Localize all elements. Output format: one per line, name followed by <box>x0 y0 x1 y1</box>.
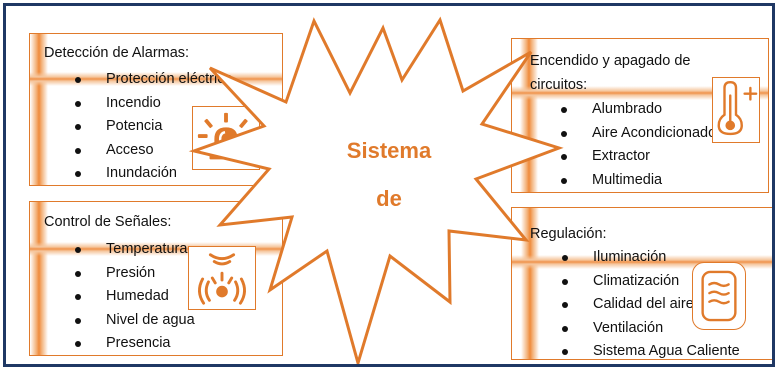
list-item: Humedad <box>75 285 195 309</box>
diagram-frame: Detección de Alarmas: Protección eléctri… <box>3 3 775 367</box>
circuitos-panel: Encendido y apagado de circuitos: Alumbr… <box>511 38 769 193</box>
presence-sensor-icon <box>188 246 256 310</box>
senales-title: Control de Señales: <box>44 214 172 230</box>
list-item: Climatización <box>562 270 740 294</box>
center-title-line2: de <box>376 186 402 211</box>
list-item: Extractor <box>561 145 716 169</box>
list-item: Sistema Agua Caliente <box>562 340 740 359</box>
alarmas-title: Detección de Alarmas: <box>44 45 190 61</box>
list-item: Presión <box>75 262 195 286</box>
list-item: Ventilación <box>562 317 740 341</box>
decorative-band <box>521 208 539 359</box>
alarmas-list: Protección eléctrica Incendio Potencia A… <box>75 68 233 185</box>
list-item: Temperatura <box>75 238 195 262</box>
regulacion-list: Iluminación Climatización Calidad del ai… <box>562 246 740 359</box>
circuitos-title-line2: circuitos: <box>530 77 588 93</box>
list-item: Acceso <box>75 139 233 163</box>
center-title-line1: Sistema <box>346 138 432 163</box>
regulacion-panel: Regulación: Iluminación Climatización Ca… <box>511 207 772 360</box>
climate-panel-icon <box>692 262 746 330</box>
list-item: Iluminación <box>562 246 740 270</box>
senales-list: Temperatura Presión Humedad Nivel de agu… <box>75 238 195 355</box>
list-item: Presencia <box>75 332 195 355</box>
list-item: Aire Acondicionado <box>561 122 716 146</box>
decorative-band <box>30 34 48 185</box>
circuitos-title-line1: Encendido y apagado de <box>530 53 691 69</box>
decorative-band <box>30 202 48 355</box>
decorative-band <box>512 86 768 100</box>
list-item: Alumbrado <box>561 98 716 122</box>
list-item: Incendio <box>75 92 233 116</box>
list-item: Nivel de agua <box>75 309 195 333</box>
list-item: Inundación <box>75 162 233 185</box>
list-item: Multimedia <box>561 169 716 193</box>
regulacion-title: Regulación: <box>530 226 607 242</box>
senales-panel: Control de Señales: Temperatura Presión … <box>29 201 283 356</box>
circuitos-list: Alumbrado Aire Acondicionado Extractor M… <box>561 98 716 192</box>
list-item: Calidad del aire <box>562 293 740 317</box>
starburst-shape <box>188 16 564 364</box>
thermometer-plus-icon <box>712 77 760 143</box>
list-item: Protección eléctrica <box>75 68 233 92</box>
list-item: Potencia <box>75 115 233 139</box>
